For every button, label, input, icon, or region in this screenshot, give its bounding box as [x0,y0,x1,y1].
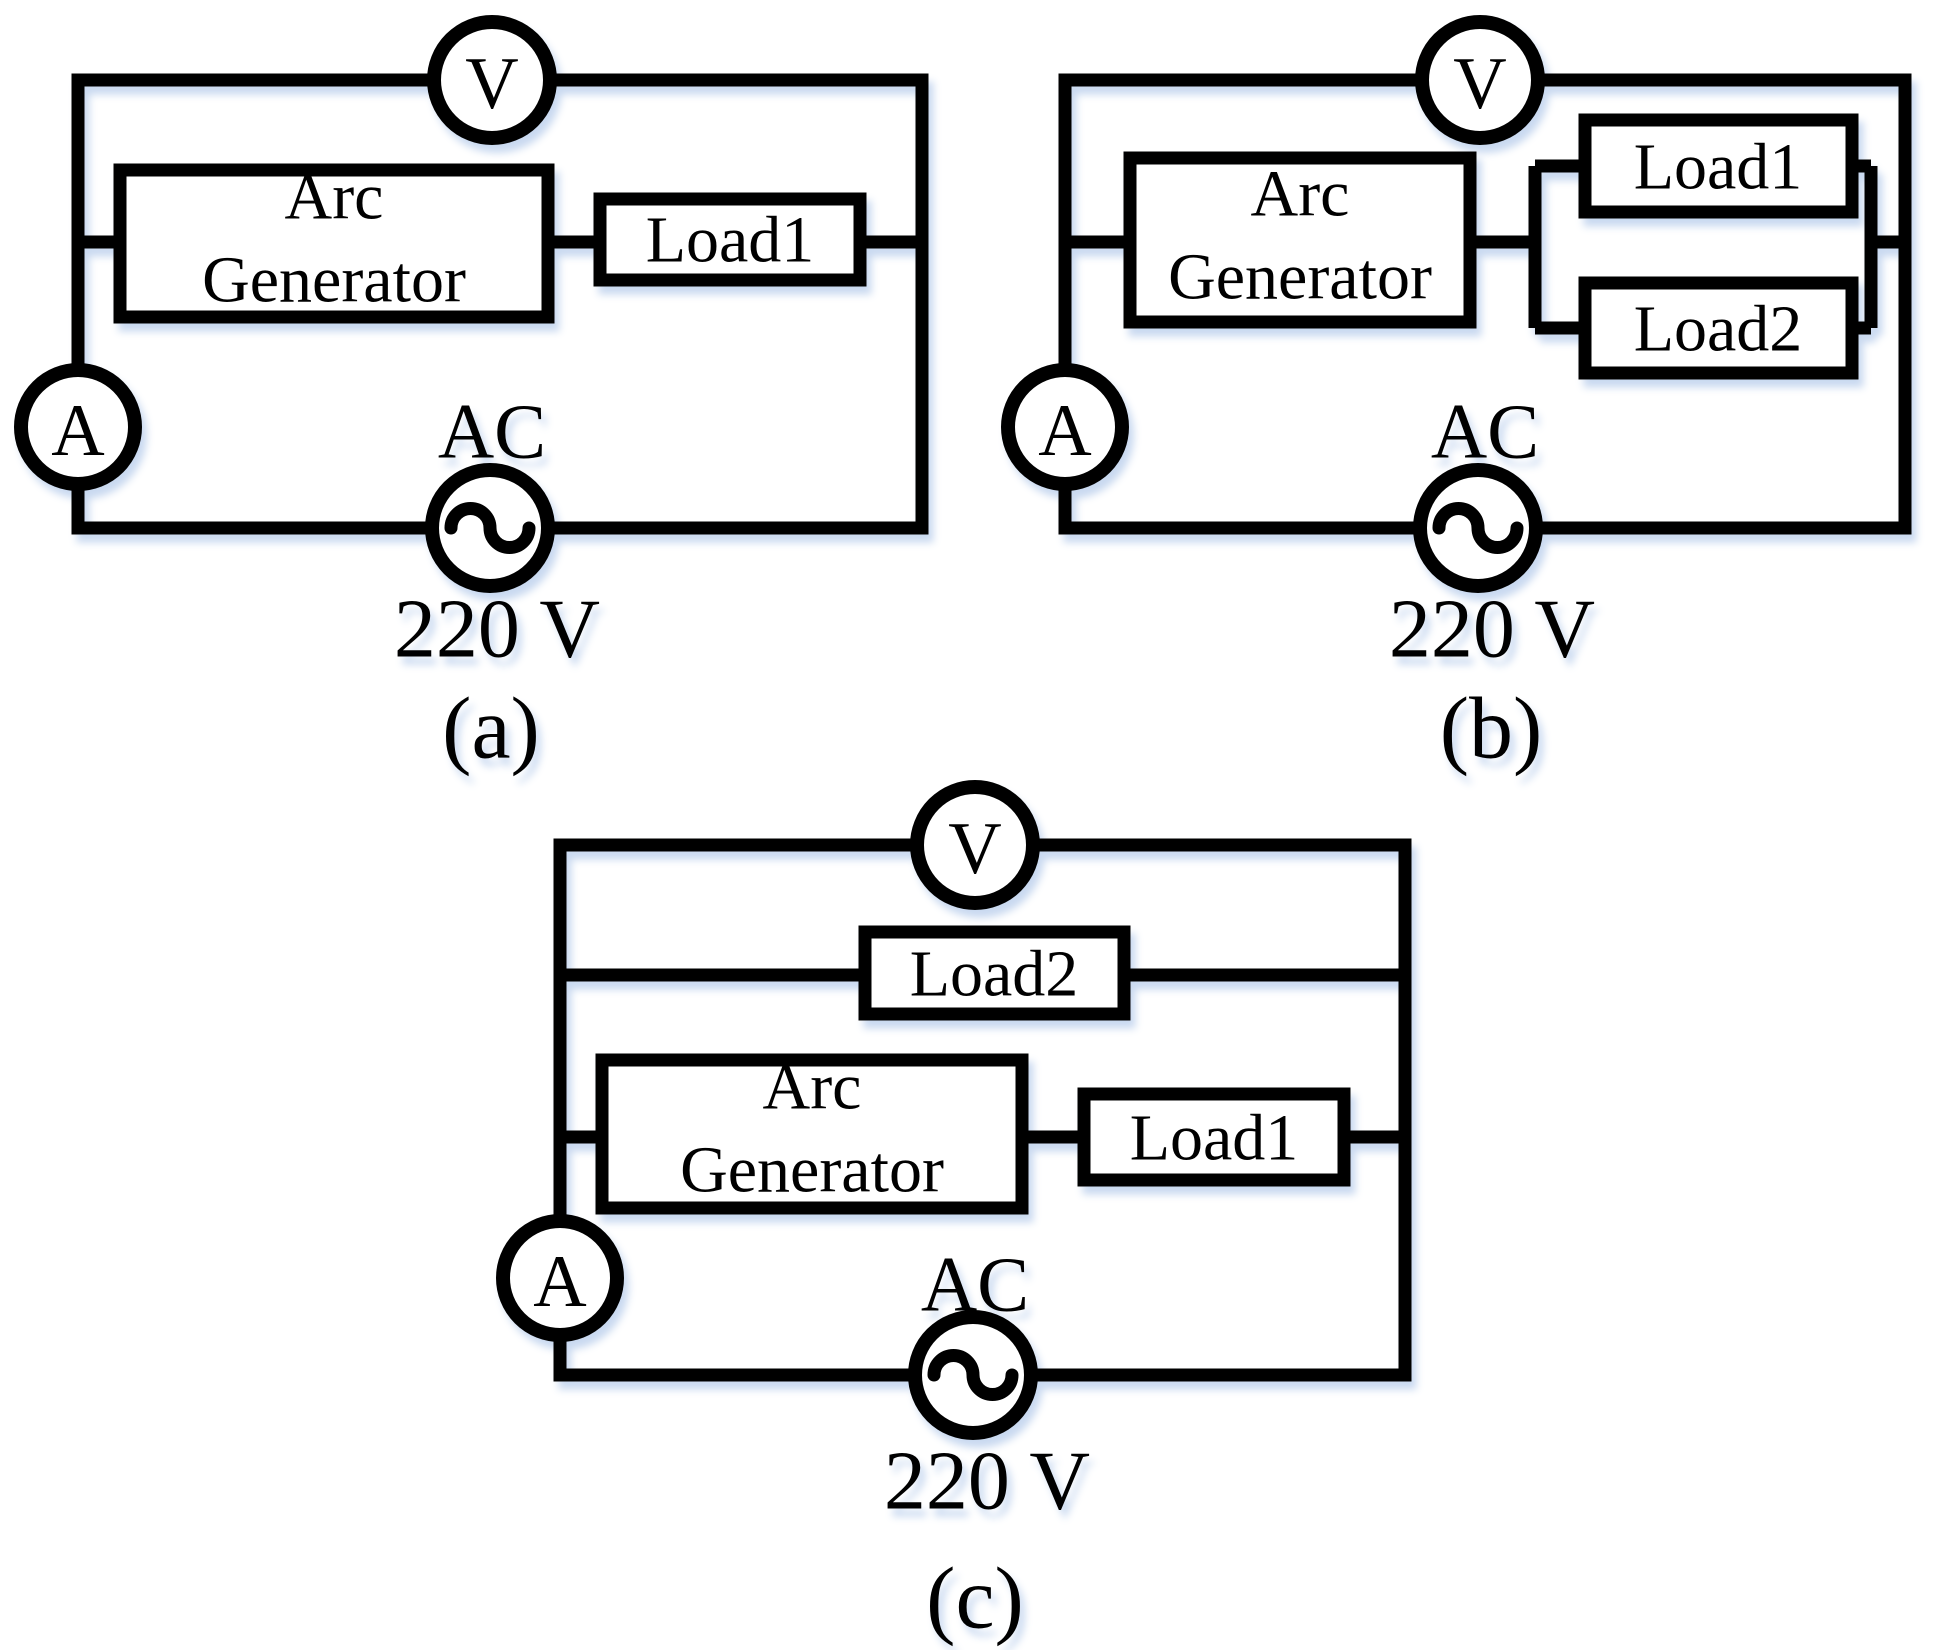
circuit-b: Arc Generator Load1 Load2 V A AC 220 V (… [1001,15,1912,778]
ammeter-label: A [51,390,104,472]
arc-generator-label-line1: Arc [763,1051,862,1124]
arc-generator-box [113,163,555,324]
arc-generator-label-line2: Generator [1168,241,1432,314]
circuit-c: Load2 Arc Generator Load1 V A AC 220 V (… [496,780,1412,1648]
ammeter-circle [1001,363,1129,491]
voltmeter-circle [427,15,557,145]
panel-caption: (c) [926,1551,1024,1648]
voltmeter-label: V [1453,43,1506,125]
arc-generator-label-line2: Generator [680,1134,944,1207]
load1-box [1578,113,1859,219]
arc-generator-box [595,1053,1029,1215]
load1-label: Load1 [1130,1102,1299,1175]
sine-wave-icon [927,1349,1019,1401]
load1-label: Load1 [1634,131,1803,204]
voltmeter-label: V [465,43,518,125]
sine-wave-icon [1432,502,1524,554]
load2-box [858,925,1131,1021]
source-voltage-label: 220 V [884,1435,1090,1528]
load2-box [1578,276,1859,380]
connector-wires [1065,159,1905,335]
wire-loop [553,838,1412,1382]
arc-generator-box [1123,151,1477,329]
voltmeter-circle [910,780,1040,910]
arc-generator-label-line1: Arc [285,161,384,234]
arc-generator-label-line2: Generator [202,244,466,317]
sine-wave-icon [444,502,536,554]
load1-box [593,192,867,287]
ac-source-label: AC [438,388,546,475]
ac-source-label: AC [1431,388,1539,475]
panel-caption: (b) [1440,681,1543,778]
source-voltage-label: 220 V [394,583,600,676]
load2-label: Load2 [910,938,1079,1011]
arc-generator-label-line1: Arc [1251,158,1350,231]
ammeter-circle [14,363,142,491]
load1-box [1077,1087,1351,1187]
voltmeter-circle [1415,15,1545,145]
source-voltage-label: 220 V [1389,583,1595,676]
ammeter-label: A [533,1241,586,1323]
panel-caption: (a) [442,681,540,778]
ammeter-label: A [1038,390,1091,472]
load2-label: Load2 [1634,293,1803,366]
ac-source-label: AC [921,1241,1029,1328]
connector-wires [560,968,1405,1144]
voltmeter-label: V [948,808,1001,890]
ammeter-circle [496,1214,624,1342]
load1-label: Load1 [646,204,815,277]
circuit-a: Arc Generator Load1 V A AC 220 V (a) [14,15,929,778]
